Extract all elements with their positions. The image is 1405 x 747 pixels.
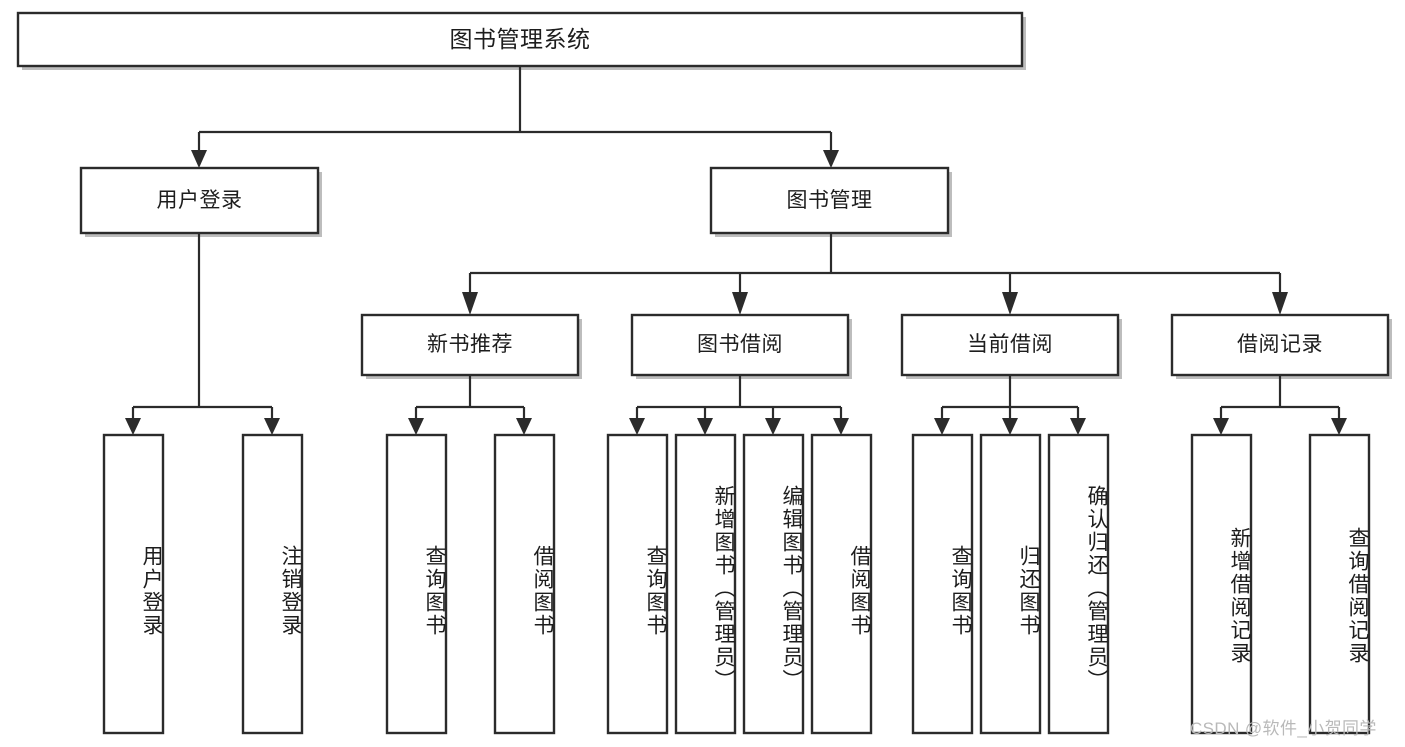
leaf-new-book-1[interactable] xyxy=(493,433,556,735)
arrow-heads xyxy=(125,150,1347,435)
leaf-book-borrow-3[interactable] xyxy=(810,433,873,735)
leaf-current-borrow-0[interactable] xyxy=(911,433,974,735)
leaf-new-book-0[interactable] xyxy=(385,433,448,735)
leaf-book-borrow-2[interactable] xyxy=(742,433,805,735)
leaf-book-borrow-0[interactable] xyxy=(606,433,669,735)
leaf-current-borrow-1[interactable] xyxy=(979,433,1042,735)
node-root[interactable] xyxy=(16,11,1024,68)
connectors xyxy=(131,66,1341,418)
node-user-login[interactable] xyxy=(79,166,320,235)
leaf-current-borrow-2[interactable] xyxy=(1047,433,1110,735)
node-borrow-record[interactable] xyxy=(1170,313,1390,377)
leaf-user-login-1[interactable] xyxy=(241,433,304,735)
leaf-borrow-record-1[interactable] xyxy=(1308,433,1371,735)
node-current-borrow[interactable] xyxy=(900,313,1120,377)
leaf-borrow-record-0[interactable] xyxy=(1190,433,1253,735)
csdn-watermark: CSDN @软件_小贺同学 xyxy=(1190,719,1377,738)
node-new-book-recommend[interactable] xyxy=(360,313,580,377)
leaf-book-borrow-1[interactable] xyxy=(674,433,737,735)
leaf-user-login-0[interactable] xyxy=(102,433,165,735)
node-book-management[interactable] xyxy=(709,166,950,235)
node-book-borrow[interactable] xyxy=(630,313,850,377)
